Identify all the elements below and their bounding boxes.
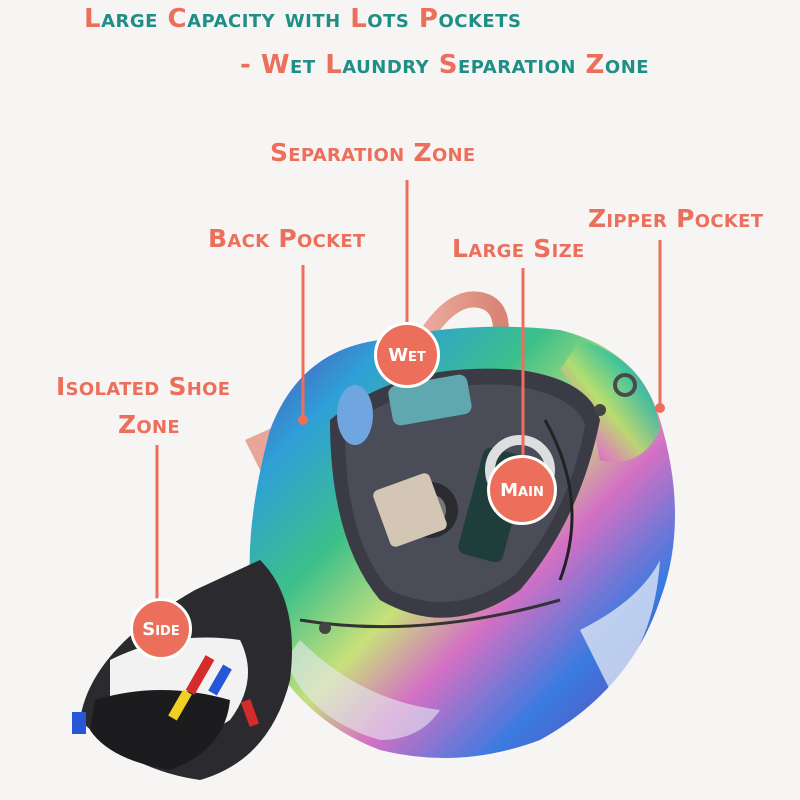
headline-line-2: - Wet Laundry Separation Zone: [240, 50, 650, 80]
main-marker: Main: [487, 455, 557, 525]
back-pocket-label: Back Pocket: [208, 224, 366, 253]
isolated-shoe-zone-label-line-1: Isolated Shoe: [56, 372, 231, 401]
wet-marker: Wet: [374, 322, 440, 388]
zipper-pocket-label: Zipper Pocket: [588, 204, 764, 233]
isolated-shoe-zone-label-line-2: Zone: [118, 410, 180, 439]
separation-zone-label: Separation Zone: [270, 138, 476, 167]
headline-line-1: Large Capacity with Lots Pockets: [84, 4, 522, 34]
large-size-label: Large Size: [452, 234, 585, 263]
side-marker: Side: [130, 598, 192, 660]
